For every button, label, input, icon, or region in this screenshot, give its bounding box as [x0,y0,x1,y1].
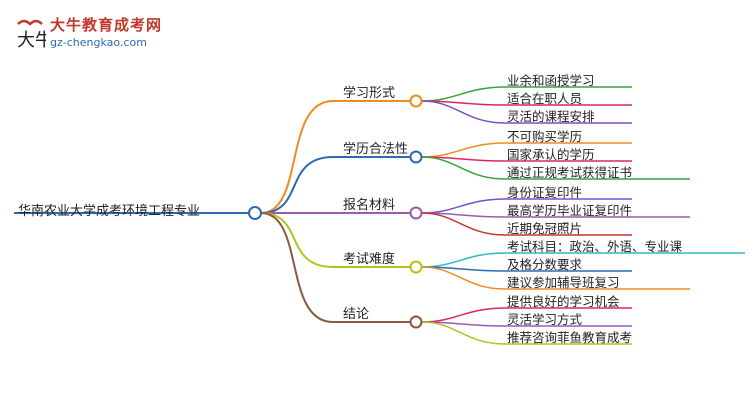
leaf-connector [421,86,506,102]
leaf-connector [421,307,506,323]
branch-node-dot[interactable] [409,150,423,164]
leaf-connector [421,321,506,345]
svg-text:大牛: 大牛 [17,30,46,50]
branch-node-dot[interactable] [409,315,423,329]
leaf-connector [421,156,506,180]
leaf-connector [421,100,506,124]
leaf-connector [421,266,506,290]
leaf-node[interactable]: 灵活的课程安排 [507,109,595,124]
leaf-node[interactable]: 最高学历毕业证复印件 [507,203,633,218]
leaf-node[interactable]: 灵活学习方式 [507,312,583,327]
leaf-node[interactable]: 考试科目：政治、外语、专业课 [507,239,683,254]
leaf-connector [421,212,506,236]
leaf-node[interactable]: 业余和函授学习 [507,73,595,88]
leaf-node[interactable]: 通过正规考试获得证书 [507,165,633,180]
branch-node[interactable]: 考试难度 [343,252,396,267]
branch-node-dot[interactable] [409,260,423,274]
branch-node[interactable]: 结论 [343,307,370,322]
bull-logo-icon: 大牛 [17,19,46,50]
leaf-node[interactable]: 适合在职人员 [507,91,583,106]
leaf-node[interactable]: 提供良好的学习机会 [507,294,620,309]
leaf-node[interactable]: 近期免冠照片 [507,221,583,236]
site-logo[interactable]: 大牛 大牛教育成考网 gz-chengkao.com [14,14,184,54]
branch-connector [260,212,334,268]
branch-node[interactable]: 学习形式 [343,86,396,101]
logo-title: 大牛教育成考网 [50,16,163,34]
leaf-connector [421,198,506,214]
leaf-node[interactable]: 国家承认的学历 [507,147,595,162]
leaf-node[interactable]: 不可购买学历 [507,129,583,144]
leaf-node[interactable]: 推荐咨询菲鱼教育成考 [507,330,633,345]
branch-connector [260,212,334,323]
leaf-connector [421,142,506,158]
branch-node-dot[interactable] [409,94,423,108]
logo-url: gz-chengkao.com [50,36,147,49]
leaf-node[interactable]: 身份证复印件 [507,185,583,200]
leaf-node[interactable]: 建议参加辅导班复习 [507,275,620,290]
leaf-node[interactable]: 及格分数要求 [507,257,583,272]
branch-connector [260,156,334,214]
root-node-dot[interactable] [248,206,262,220]
leaf-connector [421,252,506,268]
branch-connector [260,100,334,214]
branch-node[interactable]: 学历合法性 [343,142,409,157]
branch-node[interactable]: 报名材料 [343,198,396,213]
branch-node-dot[interactable] [409,206,423,220]
root-topic: 华南农业大学成考环境工程专业 [18,204,201,219]
